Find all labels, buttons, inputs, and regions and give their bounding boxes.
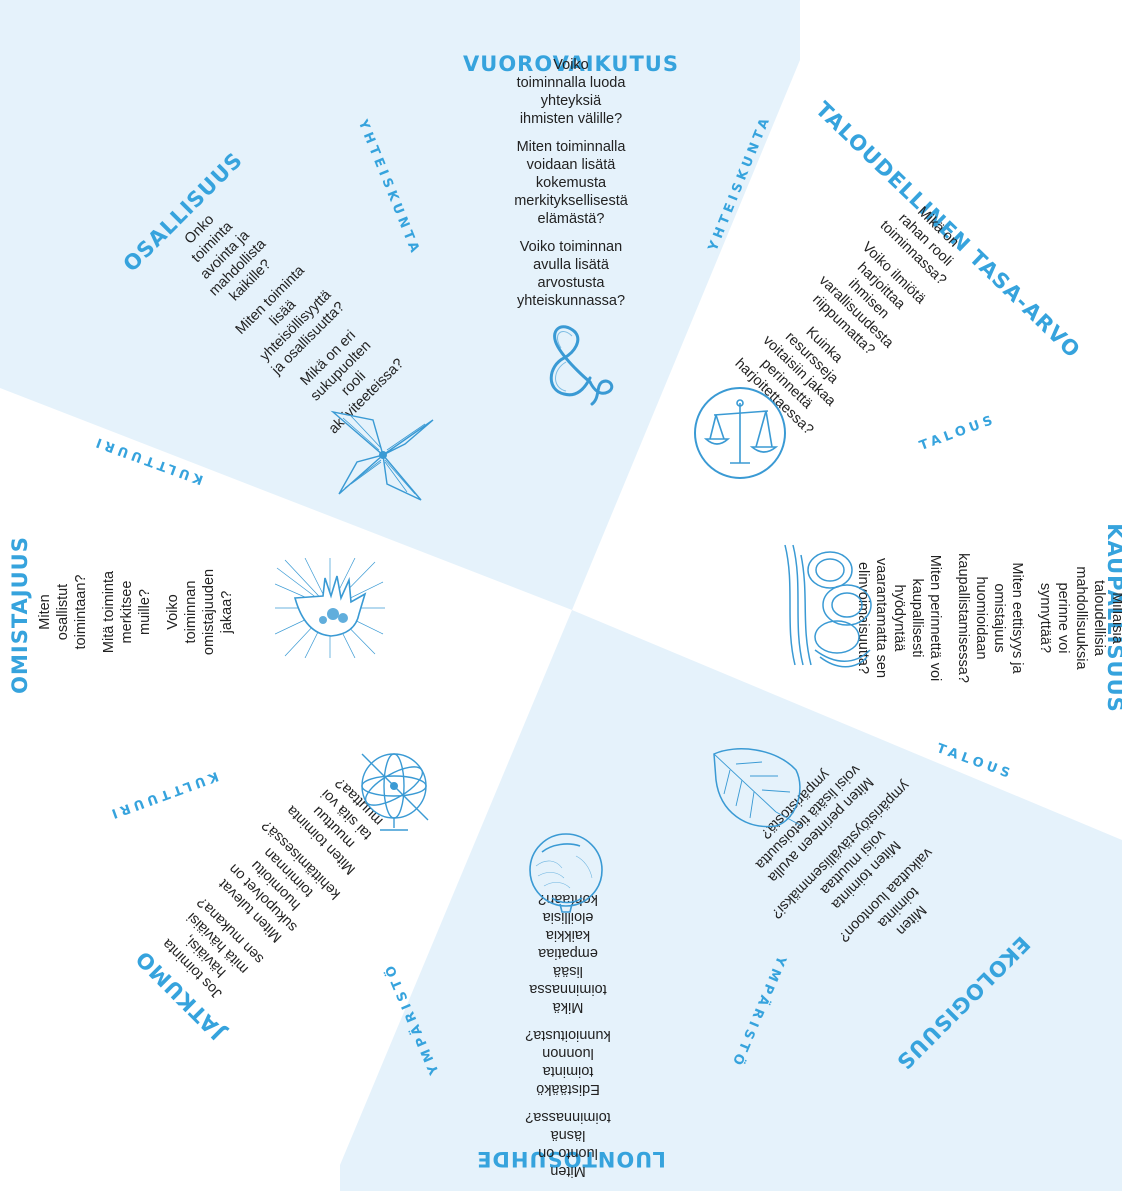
question: Miten toiminnalla voidaan lisätä kokemus… (514, 139, 628, 227)
leaf-icon (713, 748, 803, 828)
question: Mitä toiminta merkitsee muille? (101, 570, 153, 654)
omistajuus-questions: Miten osallistut toimintaan? Mitä toimin… (36, 569, 236, 655)
question: Voiko toiminnan omistajuuden jakaa? (165, 568, 235, 656)
seaweed-icon (784, 544, 872, 668)
sector-top (0, 0, 800, 610)
vuorovaikutus-title: VUOROVAIKUTUS (463, 52, 679, 76)
pinwheel-icon (330, 410, 434, 501)
question: Miten osallistut toimintaan? (37, 574, 89, 650)
question: Millaisia taloudellisia mahdollisuuksia … (1037, 566, 1122, 670)
question: Miten eettisyys ja omistajuus huomioidaa… (955, 553, 1025, 683)
sector-bottom-right (340, 610, 1122, 1191)
question: Miten luonto on läsnä toiminnassa? (525, 1109, 611, 1179)
kaupallisuus-questions: Millaisia taloudellisia mahdollisuuksia … (854, 553, 1122, 683)
question: Voiko toiminnan avulla lisätä arvostusta… (516, 239, 626, 309)
question: Voiko toiminnalla luoda yhteyksiä ihmist… (516, 57, 626, 127)
hand-icon (275, 558, 385, 658)
vuorovaikutus-questions: Voiko toiminnalla luoda yhteyksiä ihmist… (514, 56, 628, 310)
omistajuus-title: OMISTAJUUS (8, 536, 32, 694)
ampersand-icon (549, 325, 614, 406)
apple-icon (529, 833, 603, 913)
scales-icon (694, 387, 786, 479)
question: Edistääkö toiminta luonnon kunnioitusta? (525, 1027, 611, 1097)
armillary-icon (361, 753, 429, 831)
luontosuhde-questions: Miten luonto on läsnä toiminnassa? Edist… (525, 890, 610, 1180)
